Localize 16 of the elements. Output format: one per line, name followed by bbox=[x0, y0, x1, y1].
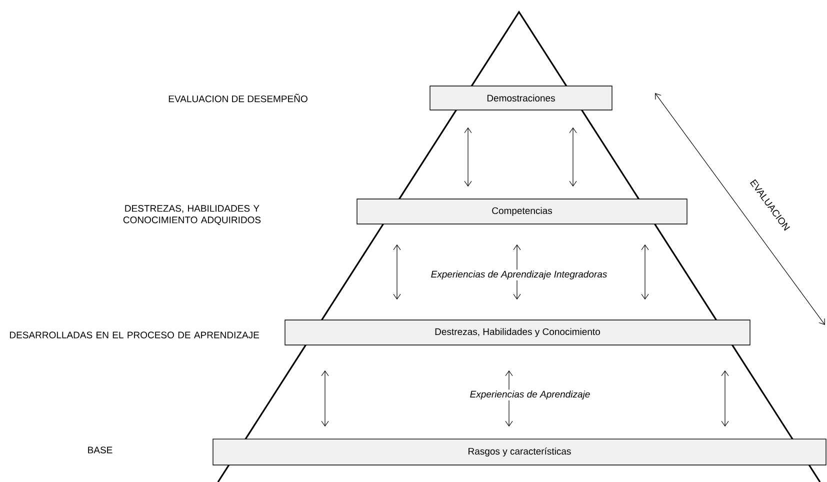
double-arrow bbox=[393, 244, 401, 300]
layer-label: Experiencias de Aprendizaje bbox=[468, 390, 592, 400]
level-label: DESTREZAS, HABILIDADES Y CONOCIMIENTO ADQUIRIDOS bbox=[123, 205, 261, 225]
double-arrow bbox=[641, 244, 649, 300]
layer-label: Experiencias de Aprendizaje Integradoras bbox=[430, 270, 608, 280]
double-arrow bbox=[569, 127, 577, 187]
level-label: BASE bbox=[88, 446, 112, 454]
double-arrow bbox=[321, 370, 329, 427]
level-label: DESARROLLADAS EN EL PROCESO DE APRENDIZAJE bbox=[10, 332, 259, 338]
level-label: EVALUACION DE DESEMPEÑO bbox=[168, 94, 308, 102]
double-arrow bbox=[721, 370, 729, 427]
level-box: Demostraciones bbox=[430, 86, 612, 110]
double-arrow bbox=[464, 127, 472, 187]
level-box: Competencias bbox=[356, 198, 688, 224]
level-box: Destrezas, Habilidades y Conocimiento bbox=[284, 320, 750, 346]
level-box: Rasgos y características bbox=[212, 438, 826, 466]
